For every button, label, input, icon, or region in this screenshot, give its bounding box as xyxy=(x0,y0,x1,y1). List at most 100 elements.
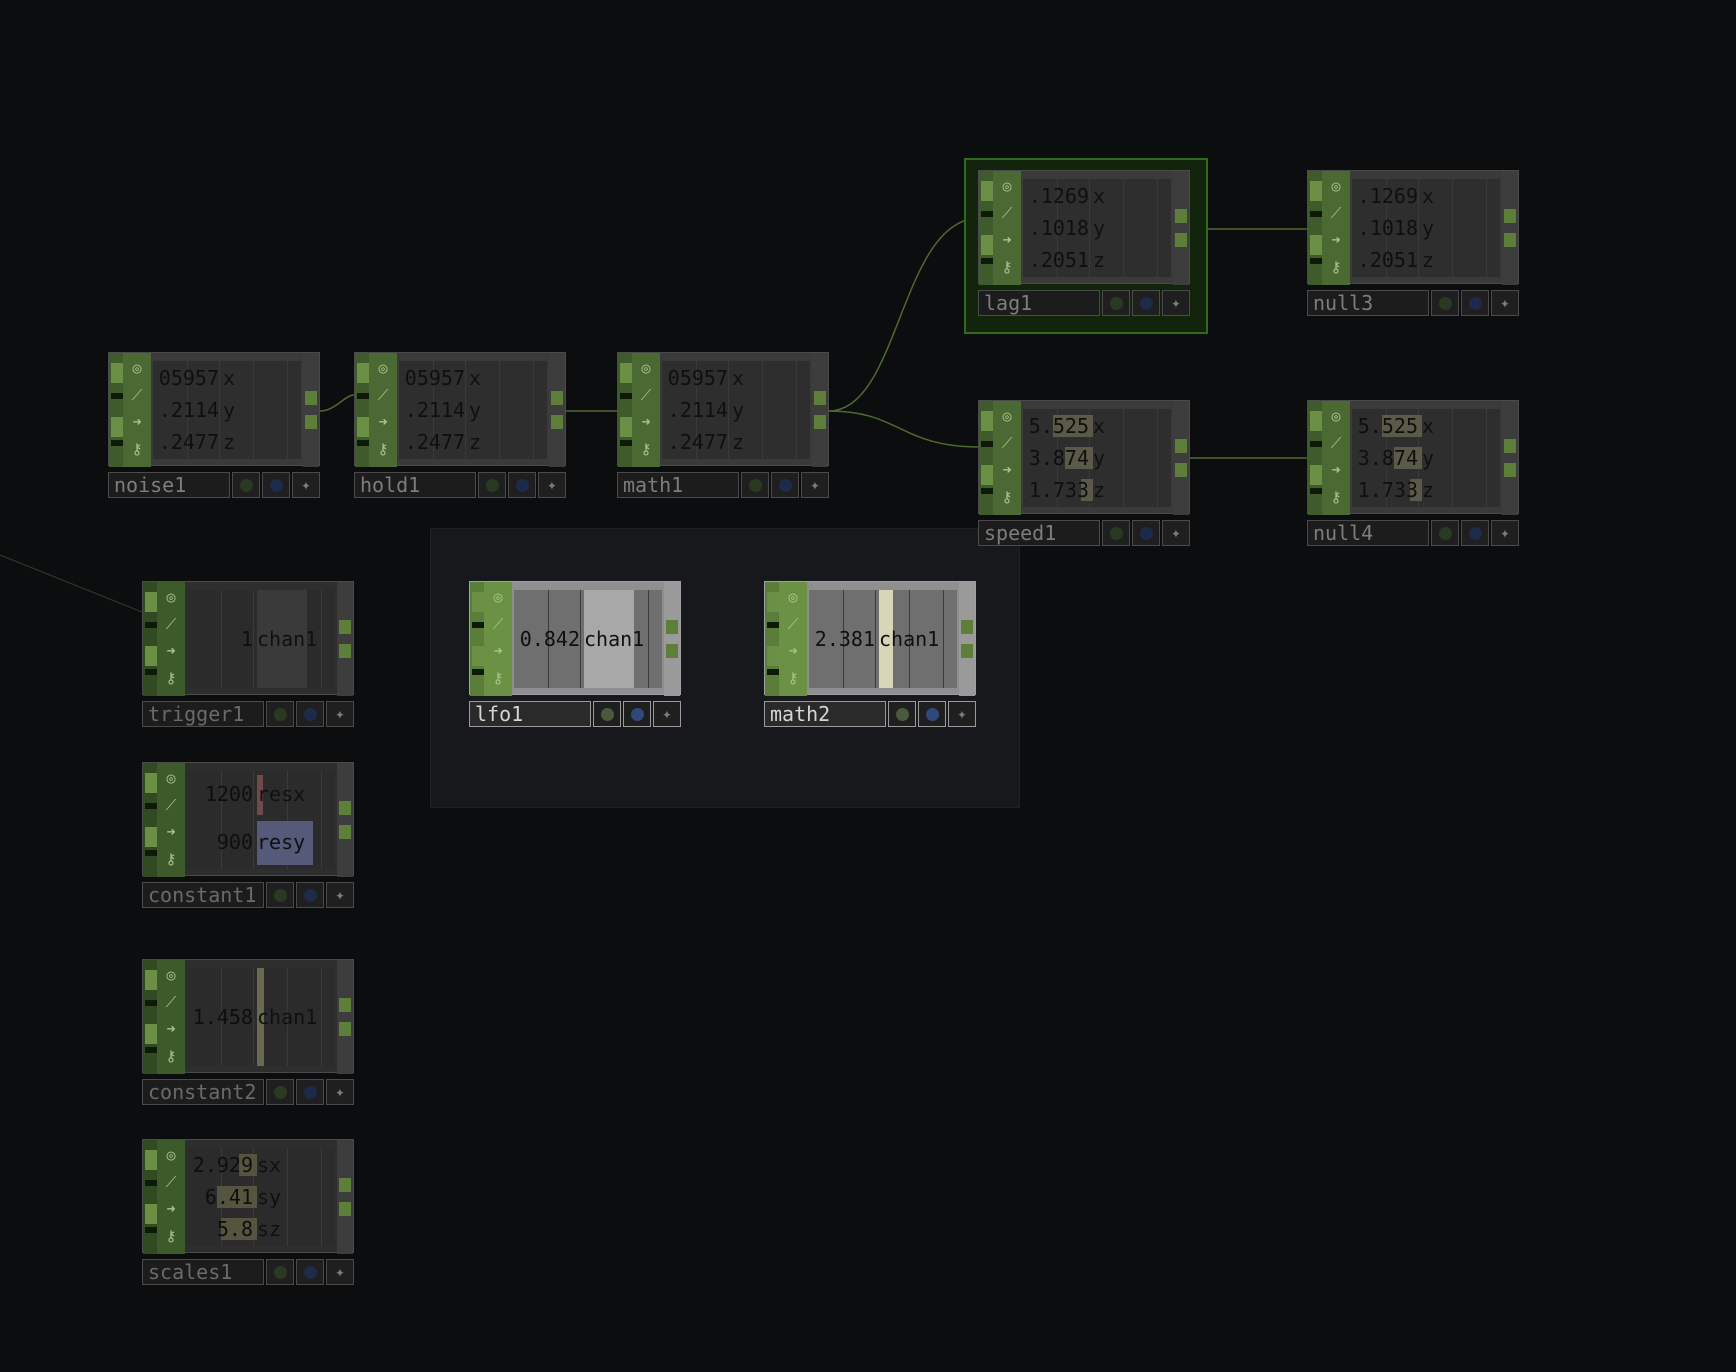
lock-icon[interactable]: ⚷ xyxy=(640,440,652,458)
add-icon[interactable]: ✦ xyxy=(326,1079,354,1105)
add-icon[interactable]: ✦ xyxy=(292,472,320,498)
output-connector[interactable] xyxy=(961,644,973,658)
input-connector[interactable] xyxy=(145,1227,157,1233)
output-connector[interactable] xyxy=(814,391,826,405)
input-connector[interactable] xyxy=(357,440,369,446)
lock-icon[interactable]: ⚷ xyxy=(1330,488,1342,506)
output-connector[interactable] xyxy=(339,1178,351,1192)
input-connector[interactable] xyxy=(767,622,779,628)
output-connector[interactable] xyxy=(551,391,563,405)
input-connector[interactable] xyxy=(472,592,484,612)
arrow-icon[interactable]: ➜ xyxy=(1002,461,1012,479)
bypass-flag-icon[interactable] xyxy=(1431,290,1459,316)
lock-icon[interactable]: ⚷ xyxy=(1001,258,1013,276)
arrow-icon[interactable]: ➜ xyxy=(166,642,176,660)
lock-icon[interactable]: ⚷ xyxy=(1330,258,1342,276)
input-connector[interactable] xyxy=(981,411,993,431)
node-name-field[interactable]: lfo1 xyxy=(469,701,591,727)
output-connector[interactable] xyxy=(1504,463,1516,477)
input-connector[interactable] xyxy=(1310,488,1322,494)
add-icon[interactable]: ✦ xyxy=(326,882,354,908)
output-connector[interactable] xyxy=(1504,233,1516,247)
display-flag-icon[interactable] xyxy=(623,701,651,727)
output-connector[interactable] xyxy=(1175,439,1187,453)
graph-icon[interactable]: ⟋ xyxy=(165,615,177,633)
output-connector[interactable] xyxy=(339,620,351,634)
viewer-icon[interactable]: ◎ xyxy=(493,588,503,606)
input-connector[interactable] xyxy=(357,393,369,399)
graph-icon[interactable]: ⟋ xyxy=(1001,434,1013,452)
output-connector[interactable] xyxy=(339,998,351,1012)
display-flag-icon[interactable] xyxy=(1132,290,1160,316)
display-flag-icon[interactable] xyxy=(1461,290,1489,316)
arrow-icon[interactable]: ➜ xyxy=(378,413,388,431)
input-connector[interactable] xyxy=(620,363,632,383)
input-connector[interactable] xyxy=(981,235,993,255)
display-flag-icon[interactable] xyxy=(262,472,290,498)
input-connector[interactable] xyxy=(145,850,157,856)
graph-icon[interactable]: ⟋ xyxy=(165,796,177,814)
input-connector[interactable] xyxy=(767,669,779,675)
input-connector[interactable] xyxy=(145,669,157,675)
viewer-icon[interactable]: ◎ xyxy=(1331,177,1341,195)
graph-icon[interactable]: ⟋ xyxy=(131,386,143,404)
node-name-field[interactable]: constant2 xyxy=(142,1079,264,1105)
input-connector[interactable] xyxy=(111,417,123,437)
input-connector[interactable] xyxy=(620,440,632,446)
lock-icon[interactable]: ⚷ xyxy=(492,669,504,687)
graph-icon[interactable]: ⟋ xyxy=(1330,434,1342,452)
graph-icon[interactable]: ⟋ xyxy=(1330,204,1342,222)
viewer-icon[interactable]: ◎ xyxy=(641,359,651,377)
viewer-icon[interactable]: ◎ xyxy=(166,1146,176,1164)
viewer-icon[interactable]: ◎ xyxy=(132,359,142,377)
output-connector[interactable] xyxy=(1175,233,1187,247)
bypass-flag-icon[interactable] xyxy=(1102,520,1130,546)
graph-icon[interactable]: ⟋ xyxy=(787,615,799,633)
arrow-icon[interactable]: ➜ xyxy=(1331,231,1341,249)
node-name-field[interactable]: lag1 xyxy=(978,290,1100,316)
input-connector[interactable] xyxy=(145,1180,157,1186)
display-flag-icon[interactable] xyxy=(296,1259,324,1285)
bypass-flag-icon[interactable] xyxy=(1431,520,1459,546)
graph-icon[interactable]: ⟋ xyxy=(165,1173,177,1191)
input-connector[interactable] xyxy=(357,363,369,383)
input-connector[interactable] xyxy=(111,363,123,383)
input-connector[interactable] xyxy=(472,622,484,628)
add-icon[interactable]: ✦ xyxy=(538,472,566,498)
input-connector[interactable] xyxy=(111,440,123,446)
node-name-field[interactable]: null4 xyxy=(1307,520,1429,546)
output-connector[interactable] xyxy=(305,415,317,429)
output-connector[interactable] xyxy=(961,620,973,634)
lock-icon[interactable]: ⚷ xyxy=(165,669,177,687)
display-flag-icon[interactable] xyxy=(296,1079,324,1105)
lock-icon[interactable]: ⚷ xyxy=(131,440,143,458)
arrow-icon[interactable]: ➜ xyxy=(132,413,142,431)
display-flag-icon[interactable] xyxy=(1132,520,1160,546)
lock-icon[interactable]: ⚷ xyxy=(165,1227,177,1245)
input-connector[interactable] xyxy=(145,1204,157,1224)
viewer-icon[interactable]: ◎ xyxy=(1002,177,1012,195)
input-connector[interactable] xyxy=(981,488,993,494)
output-connector[interactable] xyxy=(814,415,826,429)
lock-icon[interactable]: ⚷ xyxy=(1001,488,1013,506)
input-connector[interactable] xyxy=(111,393,123,399)
arrow-icon[interactable]: ➜ xyxy=(493,642,503,660)
output-connector[interactable] xyxy=(1175,209,1187,223)
viewer-icon[interactable]: ◎ xyxy=(378,359,388,377)
